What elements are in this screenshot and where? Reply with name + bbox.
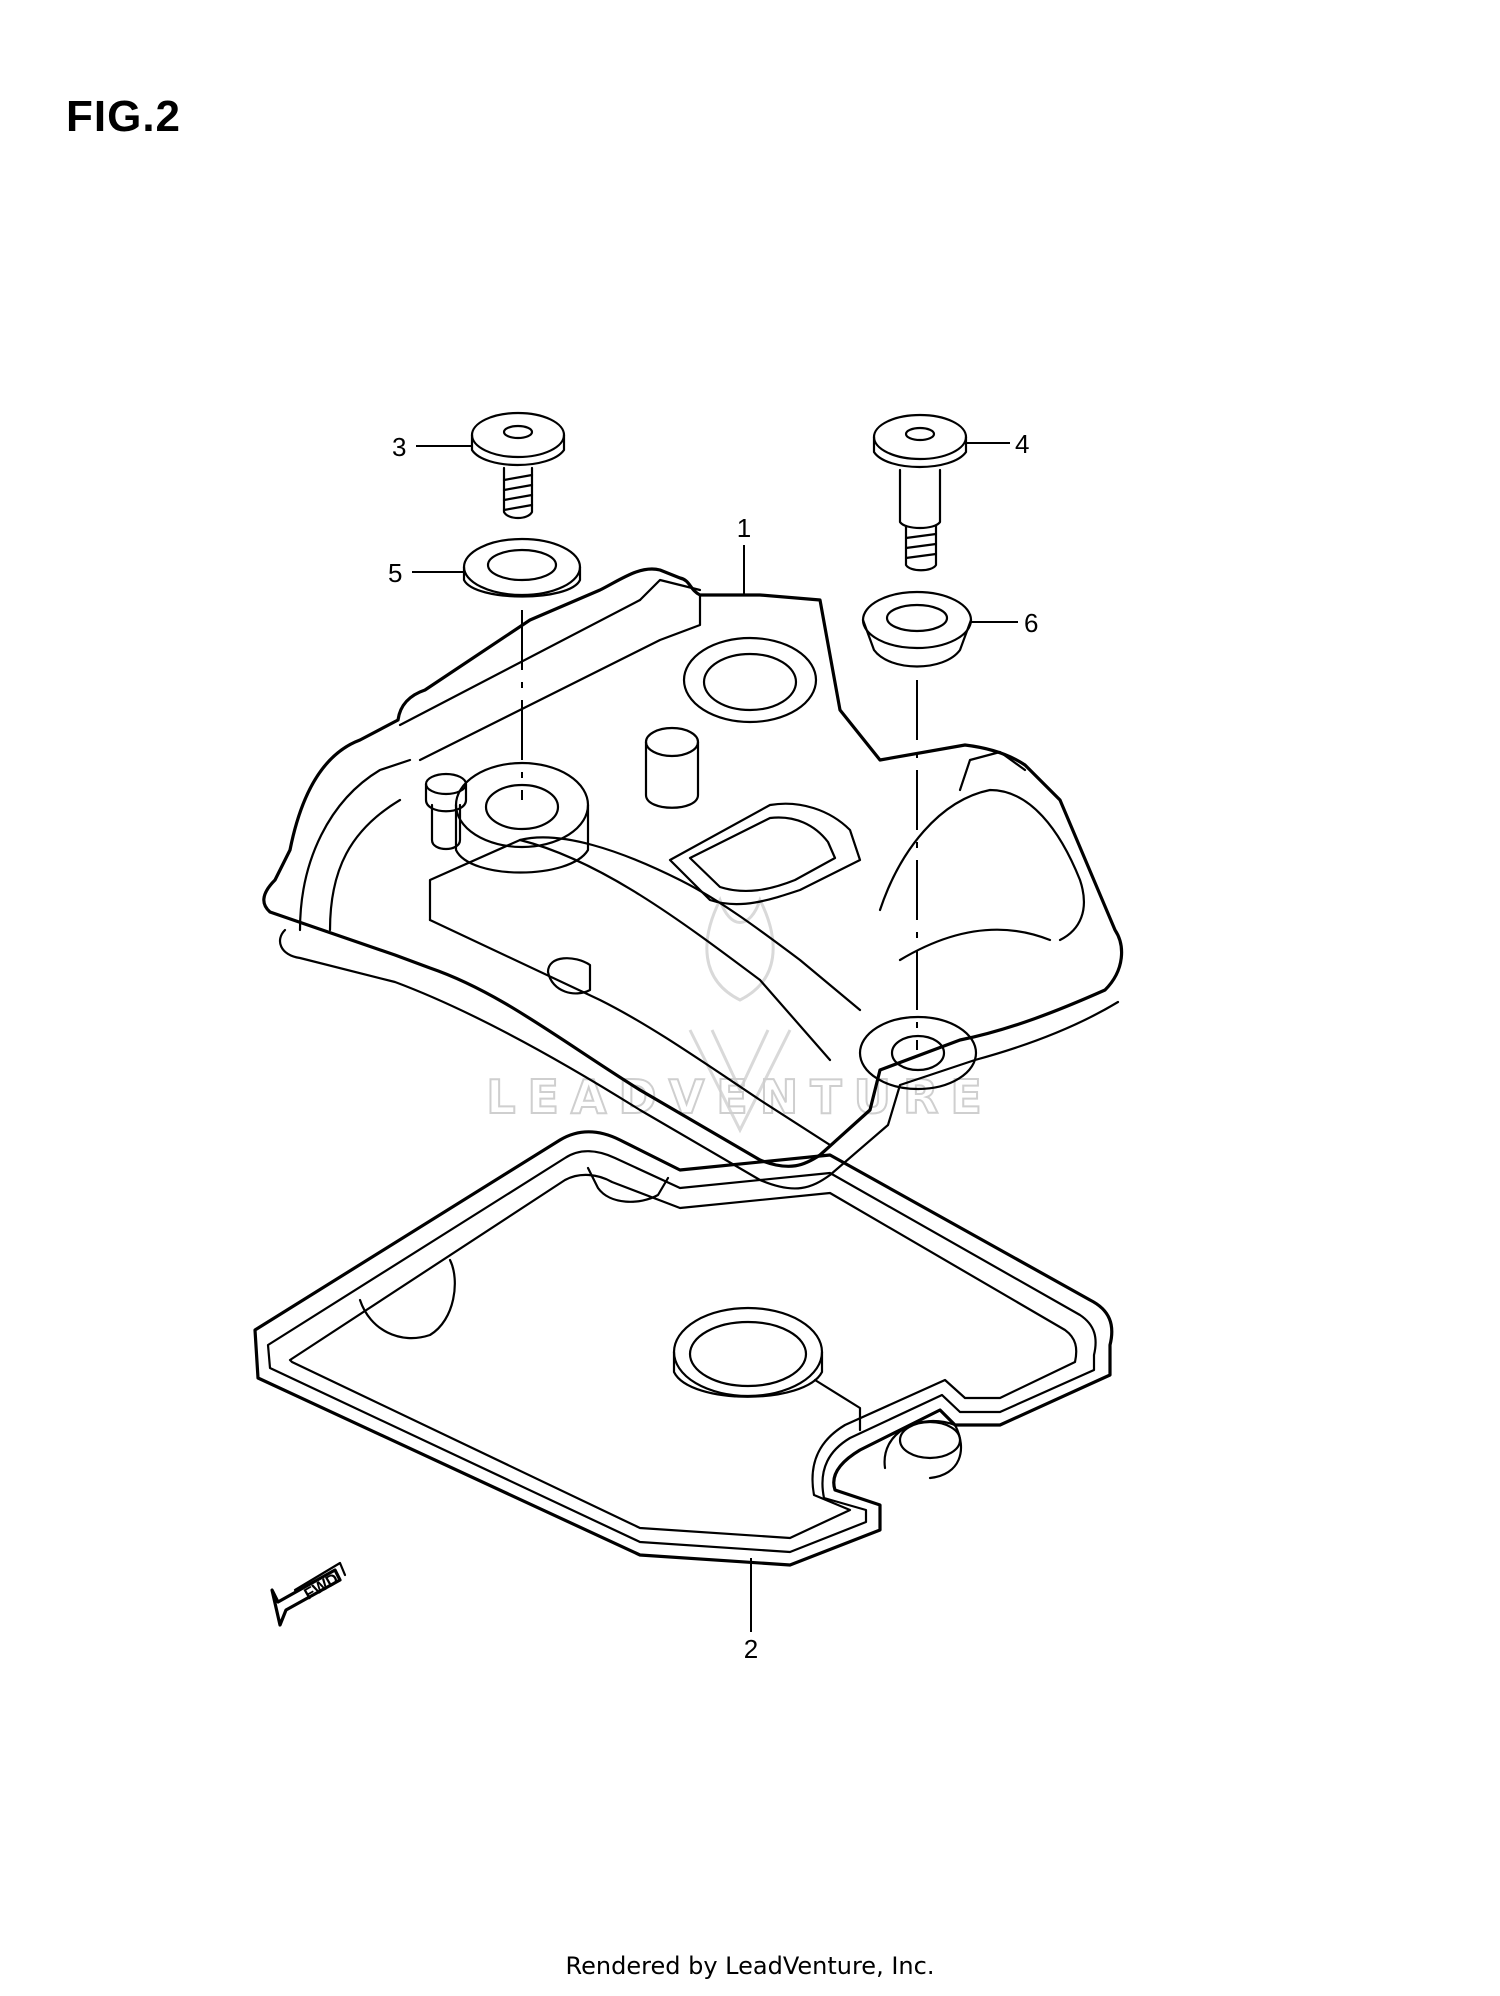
fwd-label: FWD xyxy=(302,1571,342,1604)
callout-2[interactable]: 2 xyxy=(744,1634,758,1664)
assembly-lines xyxy=(521,610,918,1050)
watermark-text: LEADVENTURE xyxy=(486,1070,994,1124)
callout-1[interactable]: 1 xyxy=(737,513,751,543)
callout-6[interactable]: 6 xyxy=(1024,608,1038,638)
footer-credit: Rendered by LeadVenture, Inc. xyxy=(565,1952,935,1980)
callout-3[interactable]: 3 xyxy=(392,432,406,462)
cylinder-head-cover-gasket[interactable] xyxy=(253,1130,1114,1567)
fwd-direction-arrow: FWD xyxy=(270,1561,347,1627)
cylinder-head-cover[interactable] xyxy=(262,567,1124,1190)
watermark: LEADVENTURE xyxy=(485,896,994,1134)
figure-title: FIG.2 xyxy=(66,92,182,141)
washer-part-5[interactable] xyxy=(462,537,582,598)
bolt-part-4[interactable] xyxy=(872,413,968,572)
bolt-part-3[interactable] xyxy=(470,411,566,520)
callouts: 1 2 3 4 5 6 xyxy=(388,429,1038,1664)
callout-5[interactable]: 5 xyxy=(388,558,402,588)
grommet-part-6[interactable] xyxy=(861,590,973,668)
callout-4[interactable]: 4 xyxy=(1015,429,1029,459)
